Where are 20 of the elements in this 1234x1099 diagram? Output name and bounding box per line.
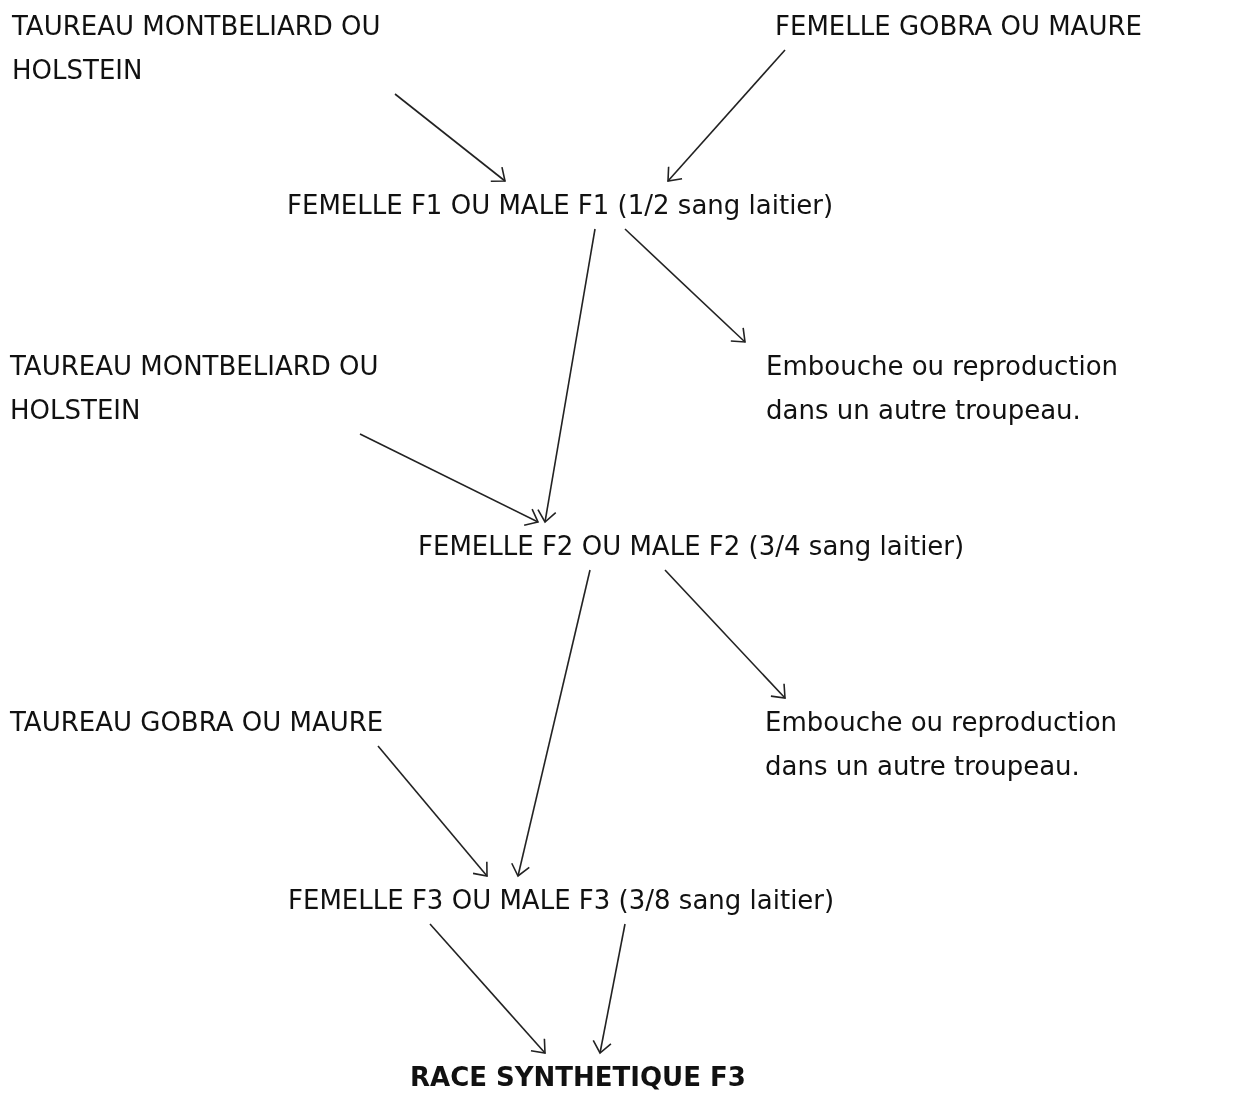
arrow	[377, 745, 488, 877]
node-label: Embouche ou reproduction dans un autre troupeau.	[765, 706, 1119, 783]
arrow	[510, 569, 591, 877]
arrow	[667, 49, 786, 182]
arrow	[624, 228, 746, 343]
arrow	[429, 923, 546, 1054]
node-label: FEMELLE F2 OU MALE F2 (3/4 sang laitier)	[418, 530, 965, 563]
node-label: RACE SYNTHETIQUE F3	[410, 1061, 746, 1094]
arrow	[664, 569, 786, 699]
arrow	[592, 923, 626, 1054]
node-label: TAUREAU MONTBELIARD OU HOLSTEIN	[10, 350, 380, 427]
node-label: FEMELLE F3 OU MALE F3 (3/8 sang laitier)	[288, 884, 835, 917]
arrow	[359, 433, 539, 526]
node-label: FEMELLE GOBRA OU MAURE	[775, 10, 1142, 43]
node-label: TAUREAU GOBRA OU MAURE	[10, 706, 384, 739]
arrow	[537, 228, 596, 523]
node-label: TAUREAU MONTBELIARD OU HOLSTEIN	[12, 10, 382, 87]
node-label: FEMELLE F1 OU MALE F1 (1/2 sang laitier)	[287, 189, 834, 222]
arrow	[394, 93, 506, 183]
node-label: Embouche ou reproduction dans un autre troupeau.	[766, 350, 1120, 427]
